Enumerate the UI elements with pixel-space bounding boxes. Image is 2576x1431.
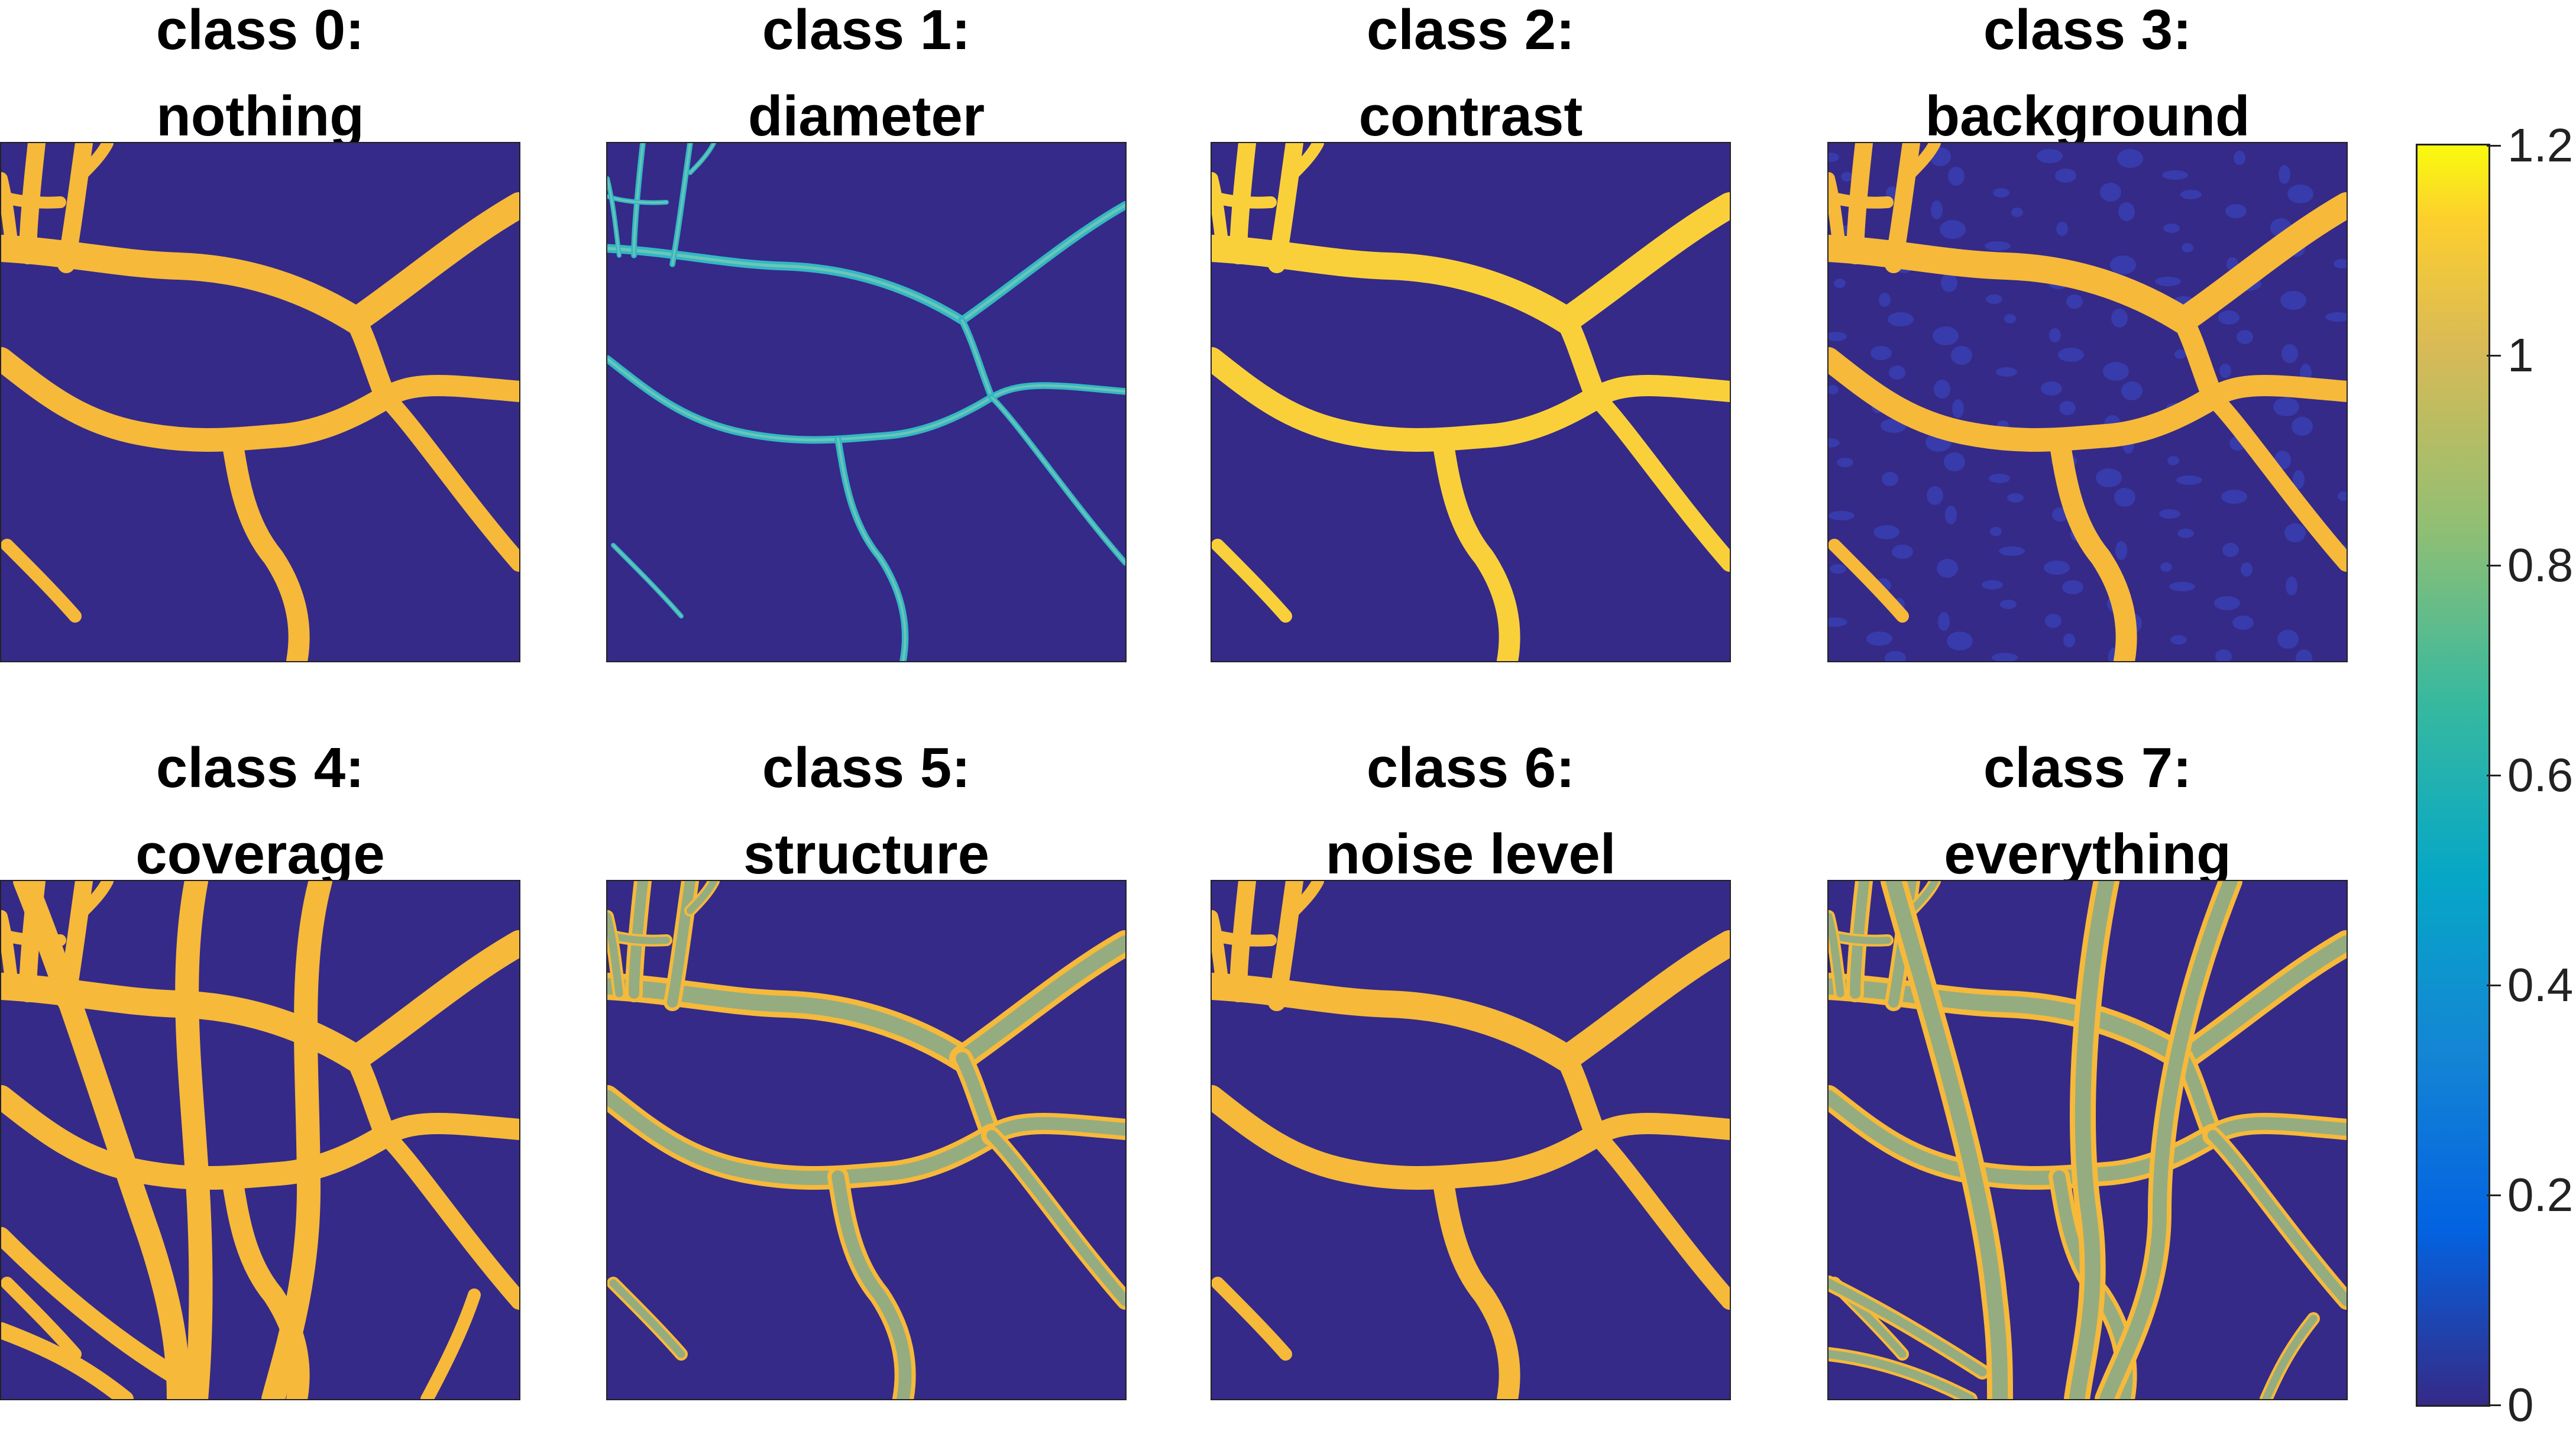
vessel-image [1211,880,1731,1400]
colorbar-tick-label: 1 [2507,329,2534,381]
panel-title-label: coverage [135,823,385,886]
vessel-image [1211,142,1731,662]
panel-title: class 2: contrast [1211,0,1731,160]
panel-title-class: class 4: [156,736,365,799]
panel-title: class 7: everything [1827,725,2348,898]
panel-title-class: class 0: [156,0,365,61]
colorbar-tick-label: 0.6 [2507,749,2574,801]
vessel-image [0,142,520,662]
panel-title-label: noise level [1325,823,1616,886]
panel-title: class 1: diameter [606,0,1127,160]
panel-title-label: everything [1944,823,2231,886]
panel-title-class: class 7: [1983,736,2192,799]
vessel-image [0,880,520,1400]
panel-title: class 0: nothing [0,0,520,160]
colorbar [2416,144,2490,1407]
colorbar-tick-label: 1.2 [2507,119,2574,171]
colorbar-tick-label: 0 [2507,1378,2534,1431]
panel-title-label: diameter [747,85,985,148]
colorbar-tick [2487,1404,2501,1406]
panel-title: class 3: background [1827,0,2348,160]
panel-title-class: class 1: [762,0,971,61]
panel-title-label: contrast [1358,85,1583,148]
vessel-image [606,142,1127,662]
colorbar-tick-label: 0.4 [2507,959,2574,1011]
panel-title-class: class 2: [1366,0,1575,61]
panel-title-class: class 6: [1366,736,1575,799]
colorbar-tick-label: 0.2 [2507,1168,2574,1221]
panel-title-label: nothing [156,85,364,148]
vessel-image [1827,142,2348,662]
colorbar-tick [2487,985,2501,986]
panel-title-class: class 3: [1983,0,2192,61]
colorbar-tick [2487,775,2501,776]
panel-title: class 5: structure [606,725,1127,898]
panel-title-label: background [1925,85,2250,148]
vessel-image [1827,880,2348,1400]
panel-title-label: structure [743,823,990,886]
panel-title-class: class 5: [762,736,971,799]
vessel-image [606,880,1127,1400]
colorbar-tick [2487,1194,2501,1196]
panel-title: class 6: noise level [1211,725,1731,898]
colorbar-tick-label: 0.8 [2507,539,2574,591]
colorbar-tick [2487,355,2501,357]
panel-title: class 4: coverage [0,725,520,898]
colorbar-tick [2487,565,2501,566]
colorbar-tick [2487,145,2501,147]
